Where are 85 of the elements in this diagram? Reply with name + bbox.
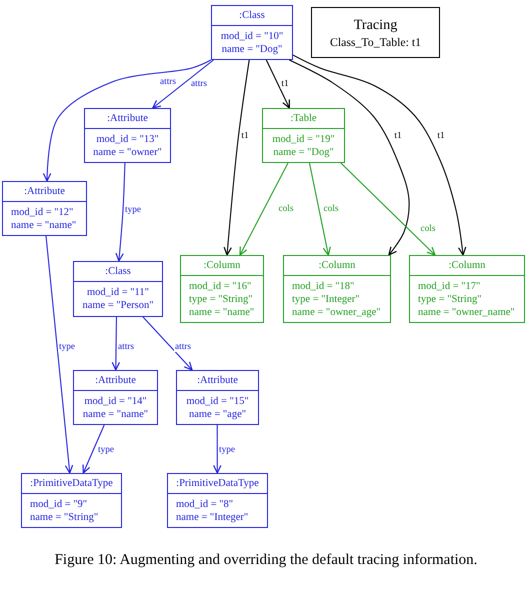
object-header: :Column [410, 256, 524, 276]
arrow [46, 236, 74, 474]
object-box [21, 473, 122, 528]
attribute-text: mod_id = "10" [220, 30, 284, 42]
attribute-text: name = "name" [82, 408, 148, 420]
edge-label: type [124, 205, 142, 215]
attribute-text: mod_id = "13" [96, 134, 159, 144]
attribute-text: mod_id = "14" [84, 396, 147, 406]
attribute-text: name = "Dog" [222, 44, 282, 54]
arrow [308, 162, 331, 256]
object-header: :Attribute [3, 182, 86, 202]
object-header: :Class [74, 262, 162, 282]
attribute-text: name = "name" [11, 220, 76, 230]
edge-label: cols [420, 224, 436, 234]
object-box [262, 108, 345, 163]
figure-caption: Figure 10: Augmenting and overriding the default tracing information. [54, 552, 478, 568]
arrow [142, 316, 193, 371]
arrow [224, 60, 250, 256]
object-header: :Attribute [74, 371, 157, 391]
edge-label: attrs [159, 77, 177, 87]
attribute-text: name = "name" [189, 306, 254, 318]
edge-label: t1 [436, 131, 446, 141]
attribute-text: mod_id = "11" [87, 287, 149, 298]
note-title: Tracing [354, 16, 398, 32]
attribute-text: name = "owner" [93, 146, 162, 158]
note-text: Class_To_Table: t1 [330, 34, 422, 48]
object-box [180, 255, 264, 323]
attribute-text: mod_id = "17" [418, 280, 480, 292]
edge-label: t1 [393, 131, 403, 141]
attribute-text: name = "String" [30, 512, 98, 522]
attribute-text: name = "owner_name" [418, 306, 515, 318]
arrow [213, 425, 222, 474]
object-header: :Attribute [85, 109, 170, 129]
arrow [152, 60, 214, 109]
object-box [176, 370, 259, 425]
arrow [340, 162, 436, 256]
object-box [73, 370, 158, 425]
object-box [2, 181, 87, 236]
edge-label: type [218, 445, 236, 455]
attribute-text: mod_id = "18" [292, 280, 354, 292]
object-box [283, 255, 391, 323]
arrow [42, 60, 212, 182]
attribute-text: name = "age" [188, 408, 246, 420]
object-header: :Attribute [177, 371, 258, 391]
attribute-text: name = "owner_age" [292, 306, 381, 318]
attribute-text: mod_id = "8" [176, 498, 234, 510]
object-header: :PrimitiveDataType [168, 474, 267, 494]
edge-label: attrs [190, 79, 208, 89]
attribute-text: mod_id = "16" [189, 280, 252, 292]
edge-label: attrs [117, 342, 135, 352]
edge-label: cols [322, 204, 340, 214]
attribute-text: mod_id = "15" [186, 396, 249, 406]
attribute-text: mod_id = "9" [30, 498, 88, 510]
object-box [211, 5, 293, 60]
arrow [112, 317, 120, 371]
attribute-text: type = "Integer" [292, 294, 360, 304]
arrow [292, 54, 466, 256]
object-header: :Table [263, 109, 344, 129]
edge-label: type [97, 445, 115, 455]
attribute-text: name = "Integer" [176, 512, 248, 522]
edge-label: t1 [280, 79, 290, 89]
edge-label: t1 [240, 131, 250, 141]
note-box [311, 7, 440, 58]
object-header: :PrimitiveDataType [22, 474, 121, 494]
arrow [82, 424, 105, 474]
attribute-text: name = "Dog" [273, 146, 334, 158]
arrow [266, 60, 290, 109]
object-header: :Class [212, 6, 292, 26]
attribute-text: mod_id = "12" [11, 206, 74, 218]
object-box [409, 255, 525, 323]
edge-label: type [58, 342, 76, 352]
arrow [289, 60, 410, 256]
attribute-text: name = "Person" [82, 300, 154, 311]
arrow [239, 162, 288, 256]
edge-label: cols [278, 204, 294, 214]
object-box [167, 473, 268, 528]
object-header: :Column [181, 256, 263, 276]
object-box [73, 261, 163, 317]
object-box [84, 108, 171, 163]
arrow [115, 162, 126, 262]
attribute-text: type = "String" [418, 294, 482, 304]
object-header: :Column [284, 256, 390, 276]
attribute-text: mod_id = "19" [272, 134, 335, 144]
edge-label: attrs [174, 342, 192, 352]
attribute-text: type = "String" [189, 294, 252, 304]
